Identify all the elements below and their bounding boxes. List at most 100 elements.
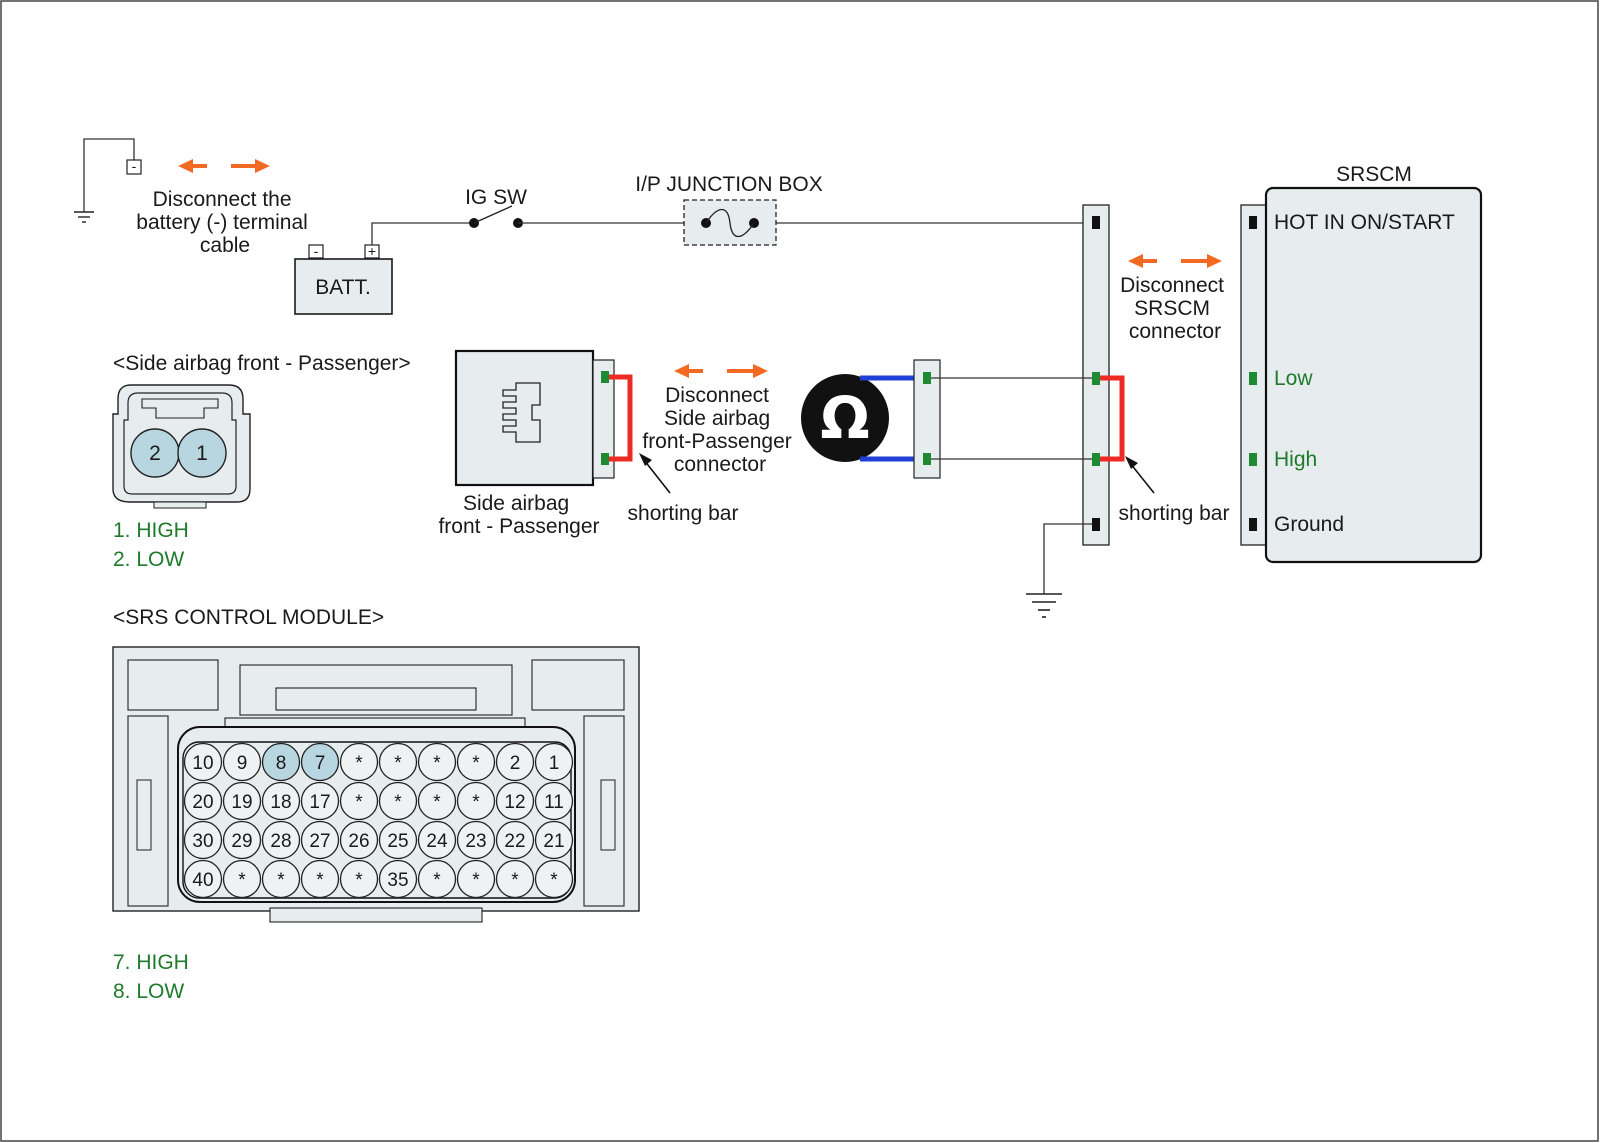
srscm-pin-label: HOT IN ON/START <box>1274 211 1455 234</box>
module-pin-label: 24 <box>426 831 448 852</box>
srscm-shorting-bar <box>1100 375 1125 462</box>
ignition-switch <box>469 205 1090 228</box>
module-pin-label: * <box>433 753 441 774</box>
module-pin-label: 19 <box>231 792 252 813</box>
module-pin-label: * <box>394 753 402 774</box>
battery-minus: - <box>314 243 319 259</box>
module-pin <box>261 742 301 782</box>
module-pin <box>339 820 379 860</box>
module-pin-label: 20 <box>192 792 213 813</box>
module-pin-label: 30 <box>192 831 213 852</box>
side-airbag-legend-2: 2. LOW <box>113 548 184 571</box>
probe-connector <box>913 359 941 479</box>
module-pin <box>222 859 262 899</box>
module-pin <box>222 781 262 821</box>
module-pin <box>378 742 418 782</box>
module-pin-label: 11 <box>544 792 564 813</box>
module-pin <box>183 820 223 860</box>
module-pin <box>300 859 340 899</box>
ip-junction-box <box>683 199 777 246</box>
ip-junction-box-label: I/P JUNCTION BOX <box>635 173 822 196</box>
side-airbag-connector-face: 2 1 <box>112 384 251 509</box>
shorting-bar-arrow-right <box>1125 456 1155 494</box>
module-pin-label: 10 <box>192 753 213 774</box>
module-pin-label: * <box>238 870 246 891</box>
srscm-pin-marker <box>1249 216 1257 229</box>
ohm-symbol: Ω <box>820 384 869 452</box>
module-pin <box>456 781 496 821</box>
srscm-pin-label: High <box>1274 448 1317 471</box>
side-airbag-shorting-bar <box>609 374 633 462</box>
module-pin-label: * <box>316 870 324 891</box>
module-pin-label: 17 <box>309 792 330 813</box>
srscm-pin-marker <box>1249 453 1257 466</box>
battery: BATT. - + <box>294 243 393 315</box>
disconnect-srscm-label: Disconnect SRSCM connector <box>1120 274 1230 343</box>
module-pin <box>417 820 457 860</box>
module-pin <box>300 820 340 860</box>
module-pin <box>300 742 340 782</box>
disconnect-side-airbag-label: Disconnect Side airbag front-Passenger c… <box>642 384 797 476</box>
module-pin-label: * <box>472 753 480 774</box>
disconnect-battery-arrows <box>178 159 270 173</box>
disconnect-side-airbag-arrows <box>674 364 768 378</box>
module-pin-label: 35 <box>387 870 408 891</box>
module-pin <box>222 820 262 860</box>
negative-terminal-sign: - <box>132 158 137 174</box>
module-pin <box>456 859 496 899</box>
module-pin-label: * <box>394 792 402 813</box>
module-pin <box>495 820 535 860</box>
srscm-pin-marker <box>1249 518 1257 531</box>
chassis-ground <box>1026 523 1092 618</box>
module-pin <box>417 859 457 899</box>
srs-module-legend-1: 7. HIGH <box>113 951 189 974</box>
srscm-title: SRSCM <box>1336 163 1412 186</box>
module-pin <box>495 781 535 821</box>
srs-module-legend-2: 8. LOW <box>113 980 184 1003</box>
module-pin-label: * <box>550 870 558 891</box>
battery-ground: - <box>74 138 142 223</box>
module-pin <box>183 742 223 782</box>
battery-plus: + <box>368 243 376 259</box>
module-pin <box>456 742 496 782</box>
module-pin <box>261 820 301 860</box>
disconnect-battery-label: Disconnect the battery (-) terminal cabl… <box>136 188 313 257</box>
module-pin-label: * <box>355 870 363 891</box>
ig-sw-label: IG SW <box>465 186 527 209</box>
module-pin <box>495 742 535 782</box>
side-airbag-legend-1: 1. HIGH <box>113 519 189 542</box>
module-pin-label: 23 <box>465 831 486 852</box>
module-pin-label: * <box>355 792 363 813</box>
battery-label: BATT. <box>315 276 371 299</box>
module-pin <box>261 781 301 821</box>
module-pin-label: 22 <box>504 831 525 852</box>
module-pin <box>534 820 574 860</box>
module-pin-label: * <box>433 792 441 813</box>
module-pin-label: 28 <box>270 831 291 852</box>
module-pin <box>495 859 535 899</box>
module-pin-label: 21 <box>543 831 564 852</box>
module-pin-label: 8 <box>276 753 287 774</box>
module-pin <box>222 742 262 782</box>
side-airbag-pin-2: 2 <box>149 442 161 465</box>
shorting-bar-label-right: shorting bar <box>1119 502 1230 525</box>
srscm-pin-label: Ground <box>1274 513 1344 536</box>
ohmmeter: Ω <box>801 374 925 462</box>
module-pin <box>378 781 418 821</box>
module-pin <box>339 781 379 821</box>
side-airbag-pin-1: 1 <box>196 442 208 465</box>
module-pin <box>183 781 223 821</box>
module-pin <box>300 781 340 821</box>
module-pin-label: * <box>511 870 519 891</box>
module-pin <box>417 781 457 821</box>
module-pin <box>261 859 301 899</box>
module-pin <box>339 859 379 899</box>
module-pin-label: 29 <box>231 831 252 852</box>
module-pin-label: 1 <box>549 753 560 774</box>
module-pin-label: * <box>277 870 285 891</box>
module-pin-label: 2 <box>510 753 521 774</box>
module-pin-label: 27 <box>309 831 330 852</box>
module-pin-label: 12 <box>504 792 525 813</box>
srs-module-title: <SRS CONTROL MODULE> <box>113 606 384 629</box>
